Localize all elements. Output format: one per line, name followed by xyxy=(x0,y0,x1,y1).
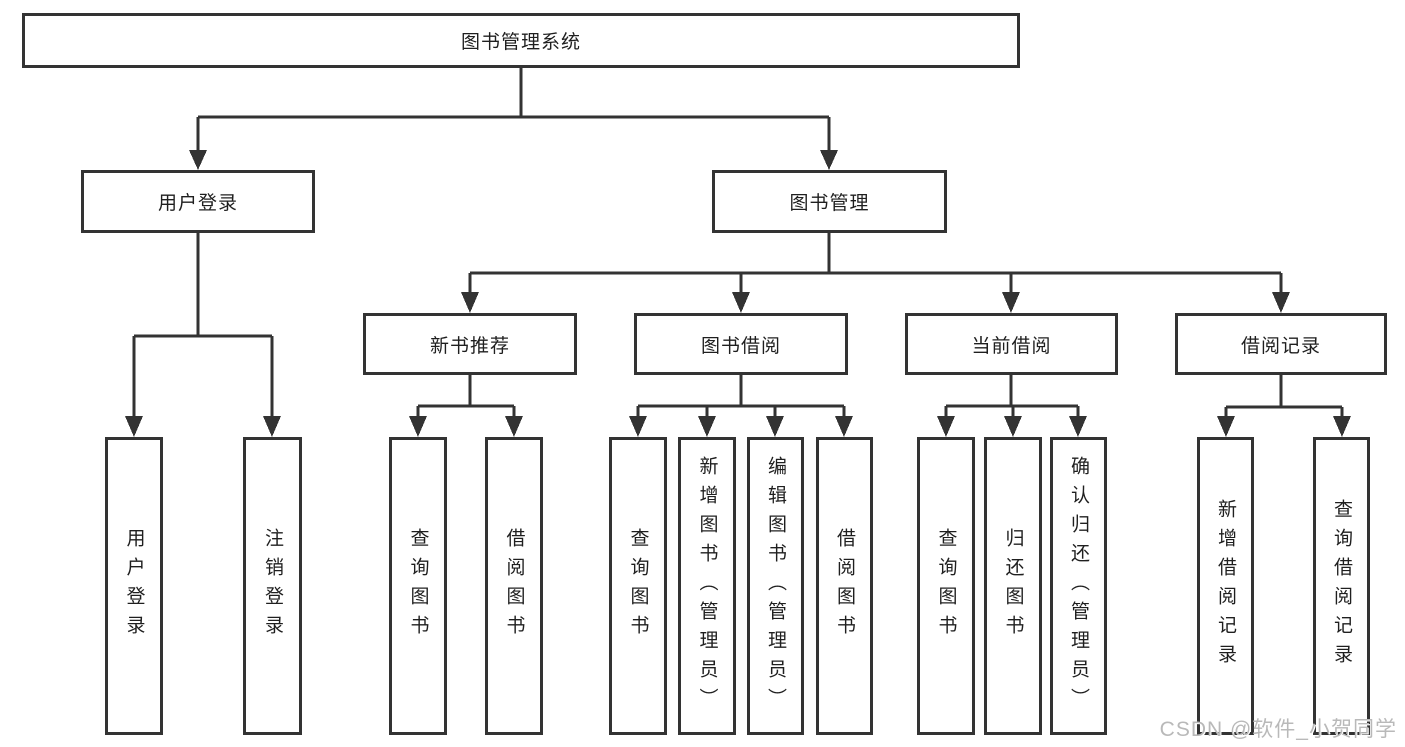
leaf-label: 新增图书（管理员） xyxy=(696,455,718,717)
connector-bookmgmt-to-level3 xyxy=(461,233,1290,313)
leaf-label: 查询借阅记录 xyxy=(1331,499,1352,673)
node-new-book-recommend: 新书推荐 xyxy=(363,313,577,375)
node-user-login-branch: 用户登录 xyxy=(81,170,315,233)
leaf-borrow-book-under-recommend: 借阅图书 xyxy=(485,437,543,735)
node-label: 用户登录 xyxy=(157,193,238,214)
csdn-watermark: CSDN @软件_小贺同学 xyxy=(1159,718,1397,741)
node-label: 当前借阅 xyxy=(971,335,1052,357)
leaf-search-book-under-recommend: 查询图书 xyxy=(389,437,447,735)
leaf-add-borrow-record: 新增借阅记录 xyxy=(1197,437,1254,735)
connector-borrowing-to-leaves xyxy=(629,375,853,437)
node-label: 图书借阅 xyxy=(700,335,781,357)
node-label: 新书推荐 xyxy=(429,335,510,357)
node-current-borrowing: 当前借阅 xyxy=(905,313,1118,375)
connector-userlogin-to-leaves xyxy=(125,233,281,437)
leaf-label: 查询图书 xyxy=(627,528,649,644)
connector-curborrow-to-leaves xyxy=(937,375,1087,437)
node-label: 借阅记录 xyxy=(1240,335,1321,357)
node-label: 图书管理系统 xyxy=(460,32,581,53)
leaf-label: 查询图书 xyxy=(407,528,429,644)
node-borrowing-records: 借阅记录 xyxy=(1175,313,1387,375)
leaf-return-book: 归还图书 xyxy=(984,437,1042,735)
node-book-borrowing: 图书借阅 xyxy=(634,313,848,375)
leaf-label: 借阅图书 xyxy=(834,528,855,644)
leaf-search-book-under-borrowing: 查询图书 xyxy=(609,437,667,735)
leaf-label: 用户登录 xyxy=(123,528,145,644)
leaf-search-book-under-current: 查询图书 xyxy=(917,437,975,735)
leaf-label: 确认归还（管理员） xyxy=(1068,455,1089,717)
leaf-edit-book-admin: 编辑图书（管理员） xyxy=(747,437,804,735)
leaf-label: 借阅图书 xyxy=(503,528,525,644)
leaf-confirm-return-admin: 确认归还（管理员） xyxy=(1050,437,1107,735)
connector-root-to-level2 xyxy=(189,68,838,170)
node-label: 图书管理 xyxy=(789,193,870,214)
leaf-logout: 注销登录 xyxy=(243,437,302,735)
leaf-add-book-admin: 新增图书（管理员） xyxy=(678,437,736,735)
leaf-user-login: 用户登录 xyxy=(105,437,163,735)
node-library-management-system: 图书管理系统 xyxy=(22,13,1020,68)
leaf-label: 编辑图书（管理员） xyxy=(765,455,786,717)
connector-newbook-to-leaves xyxy=(409,375,523,437)
node-book-management-branch: 图书管理 xyxy=(712,170,947,233)
leaf-label: 新增借阅记录 xyxy=(1215,499,1236,673)
leaf-borrow-book-under-borrowing: 借阅图书 xyxy=(816,437,873,735)
leaf-search-borrow-record: 查询借阅记录 xyxy=(1313,437,1370,735)
leaf-label: 归还图书 xyxy=(1002,528,1024,644)
connector-records-to-leaves xyxy=(1217,375,1351,437)
leaf-label: 注销登录 xyxy=(262,528,283,644)
leaf-label: 查询图书 xyxy=(935,528,957,644)
